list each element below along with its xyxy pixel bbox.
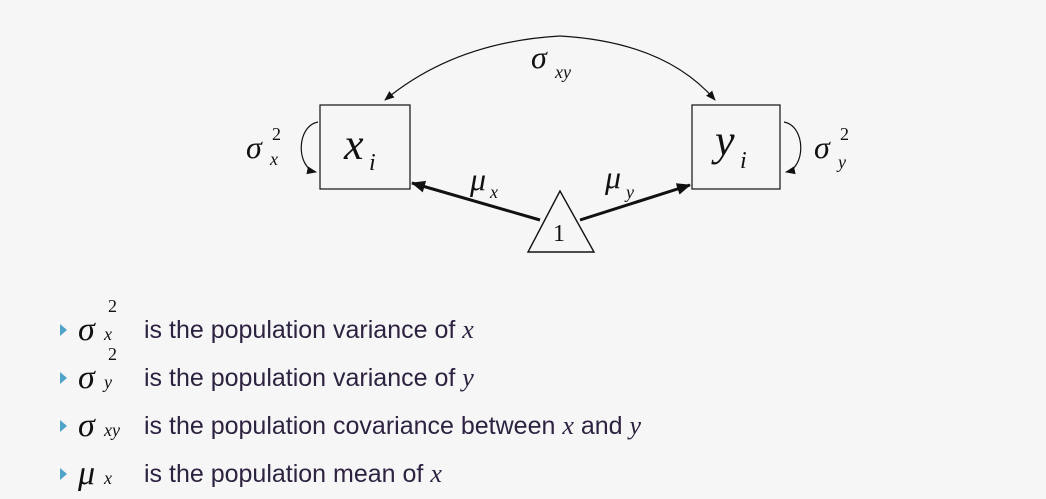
symbol-subscript: x xyxy=(104,468,112,488)
path-diagram: x i y i 1 σ xy σ 2 x σ 2 y μ x μ y xyxy=(246,35,849,253)
x-variable-subscript: i xyxy=(369,150,376,176)
symbol-base: σ xyxy=(78,359,95,396)
list-item: σ 2 x is the population variance of x xyxy=(60,297,1020,354)
list-item: μ x is the population mean of x xyxy=(60,450,1020,498)
y-variable-subscript: i xyxy=(740,148,747,174)
y-variable-box xyxy=(691,104,781,190)
x-variable-box xyxy=(319,104,411,190)
bullet-text: is the population mean of x xyxy=(144,450,442,498)
y-variable-label: y xyxy=(711,116,735,165)
mean-y-subscript: y xyxy=(624,182,634,202)
y-variance-subscript: y xyxy=(836,152,846,172)
y-variance-symbol: σ xyxy=(814,129,831,165)
bullet-triangle-icon xyxy=(60,420,67,432)
x-variance-symbol: σ xyxy=(246,129,263,165)
covariance-arrow-right xyxy=(559,35,716,101)
mean-x-arrow xyxy=(411,180,541,222)
symbol-subscript: x xyxy=(104,324,112,344)
bullet-text: is the population variance of y xyxy=(144,354,474,402)
bullet-variable: y xyxy=(462,363,474,392)
symbol-subscript: y xyxy=(104,372,112,392)
symbol-superscript: 2 xyxy=(108,296,117,316)
bullet-description: is the population mean of xyxy=(144,460,424,488)
list-item: σ 2 y is the population variance of y xyxy=(60,345,1020,402)
bullet-triangle-icon xyxy=(60,324,67,336)
symbol-base: σ xyxy=(78,407,95,444)
mean-x-subscript: x xyxy=(489,182,498,202)
bullet-variable: x xyxy=(462,315,474,344)
covariance-arrow xyxy=(384,35,561,101)
covariance-subscript: xy xyxy=(554,62,571,82)
symbol-superscript: 2 xyxy=(108,344,117,364)
x-variable-label: x xyxy=(343,120,364,169)
x-variance-superscript: 2 xyxy=(272,124,281,144)
x-variance-loop xyxy=(300,121,319,175)
bullet-triangle-icon xyxy=(60,372,67,384)
mean-y-symbol: μ xyxy=(604,159,621,195)
bullet-text: is the population variance of x xyxy=(144,306,474,354)
bullet-text: is the population covariance between x a… xyxy=(144,402,641,450)
bullet-variable: x xyxy=(562,411,574,440)
bullet-description: is the population variance of xyxy=(144,316,456,344)
y-variance-superscript: 2 xyxy=(840,124,849,144)
symbol-base: μ xyxy=(78,455,96,492)
symbol-base: σ xyxy=(78,311,95,348)
bullet-description-connector: and xyxy=(580,412,623,440)
x-variance-subscript: x xyxy=(269,149,278,169)
symbol-subscript: xy xyxy=(104,420,120,440)
mean-y-arrow xyxy=(579,183,691,222)
bullet-variable-2: y xyxy=(629,411,642,440)
bullet-list: σ 2 x is the population variance of x σ … xyxy=(60,297,1020,498)
covariance-symbol: σ xyxy=(531,39,548,75)
mean-x-symbol: μ xyxy=(469,161,486,197)
constant-label: 1 xyxy=(553,221,565,247)
constant-triangle xyxy=(526,189,596,253)
bullet-variable: x xyxy=(430,459,442,488)
bullet-description: is the population variance of xyxy=(144,364,456,392)
bullet-description: is the population covariance between xyxy=(144,412,556,440)
list-item: σ xy is the population covariance betwee… xyxy=(60,402,1020,450)
y-variance-loop xyxy=(783,121,802,175)
bullet-triangle-icon xyxy=(60,468,67,480)
